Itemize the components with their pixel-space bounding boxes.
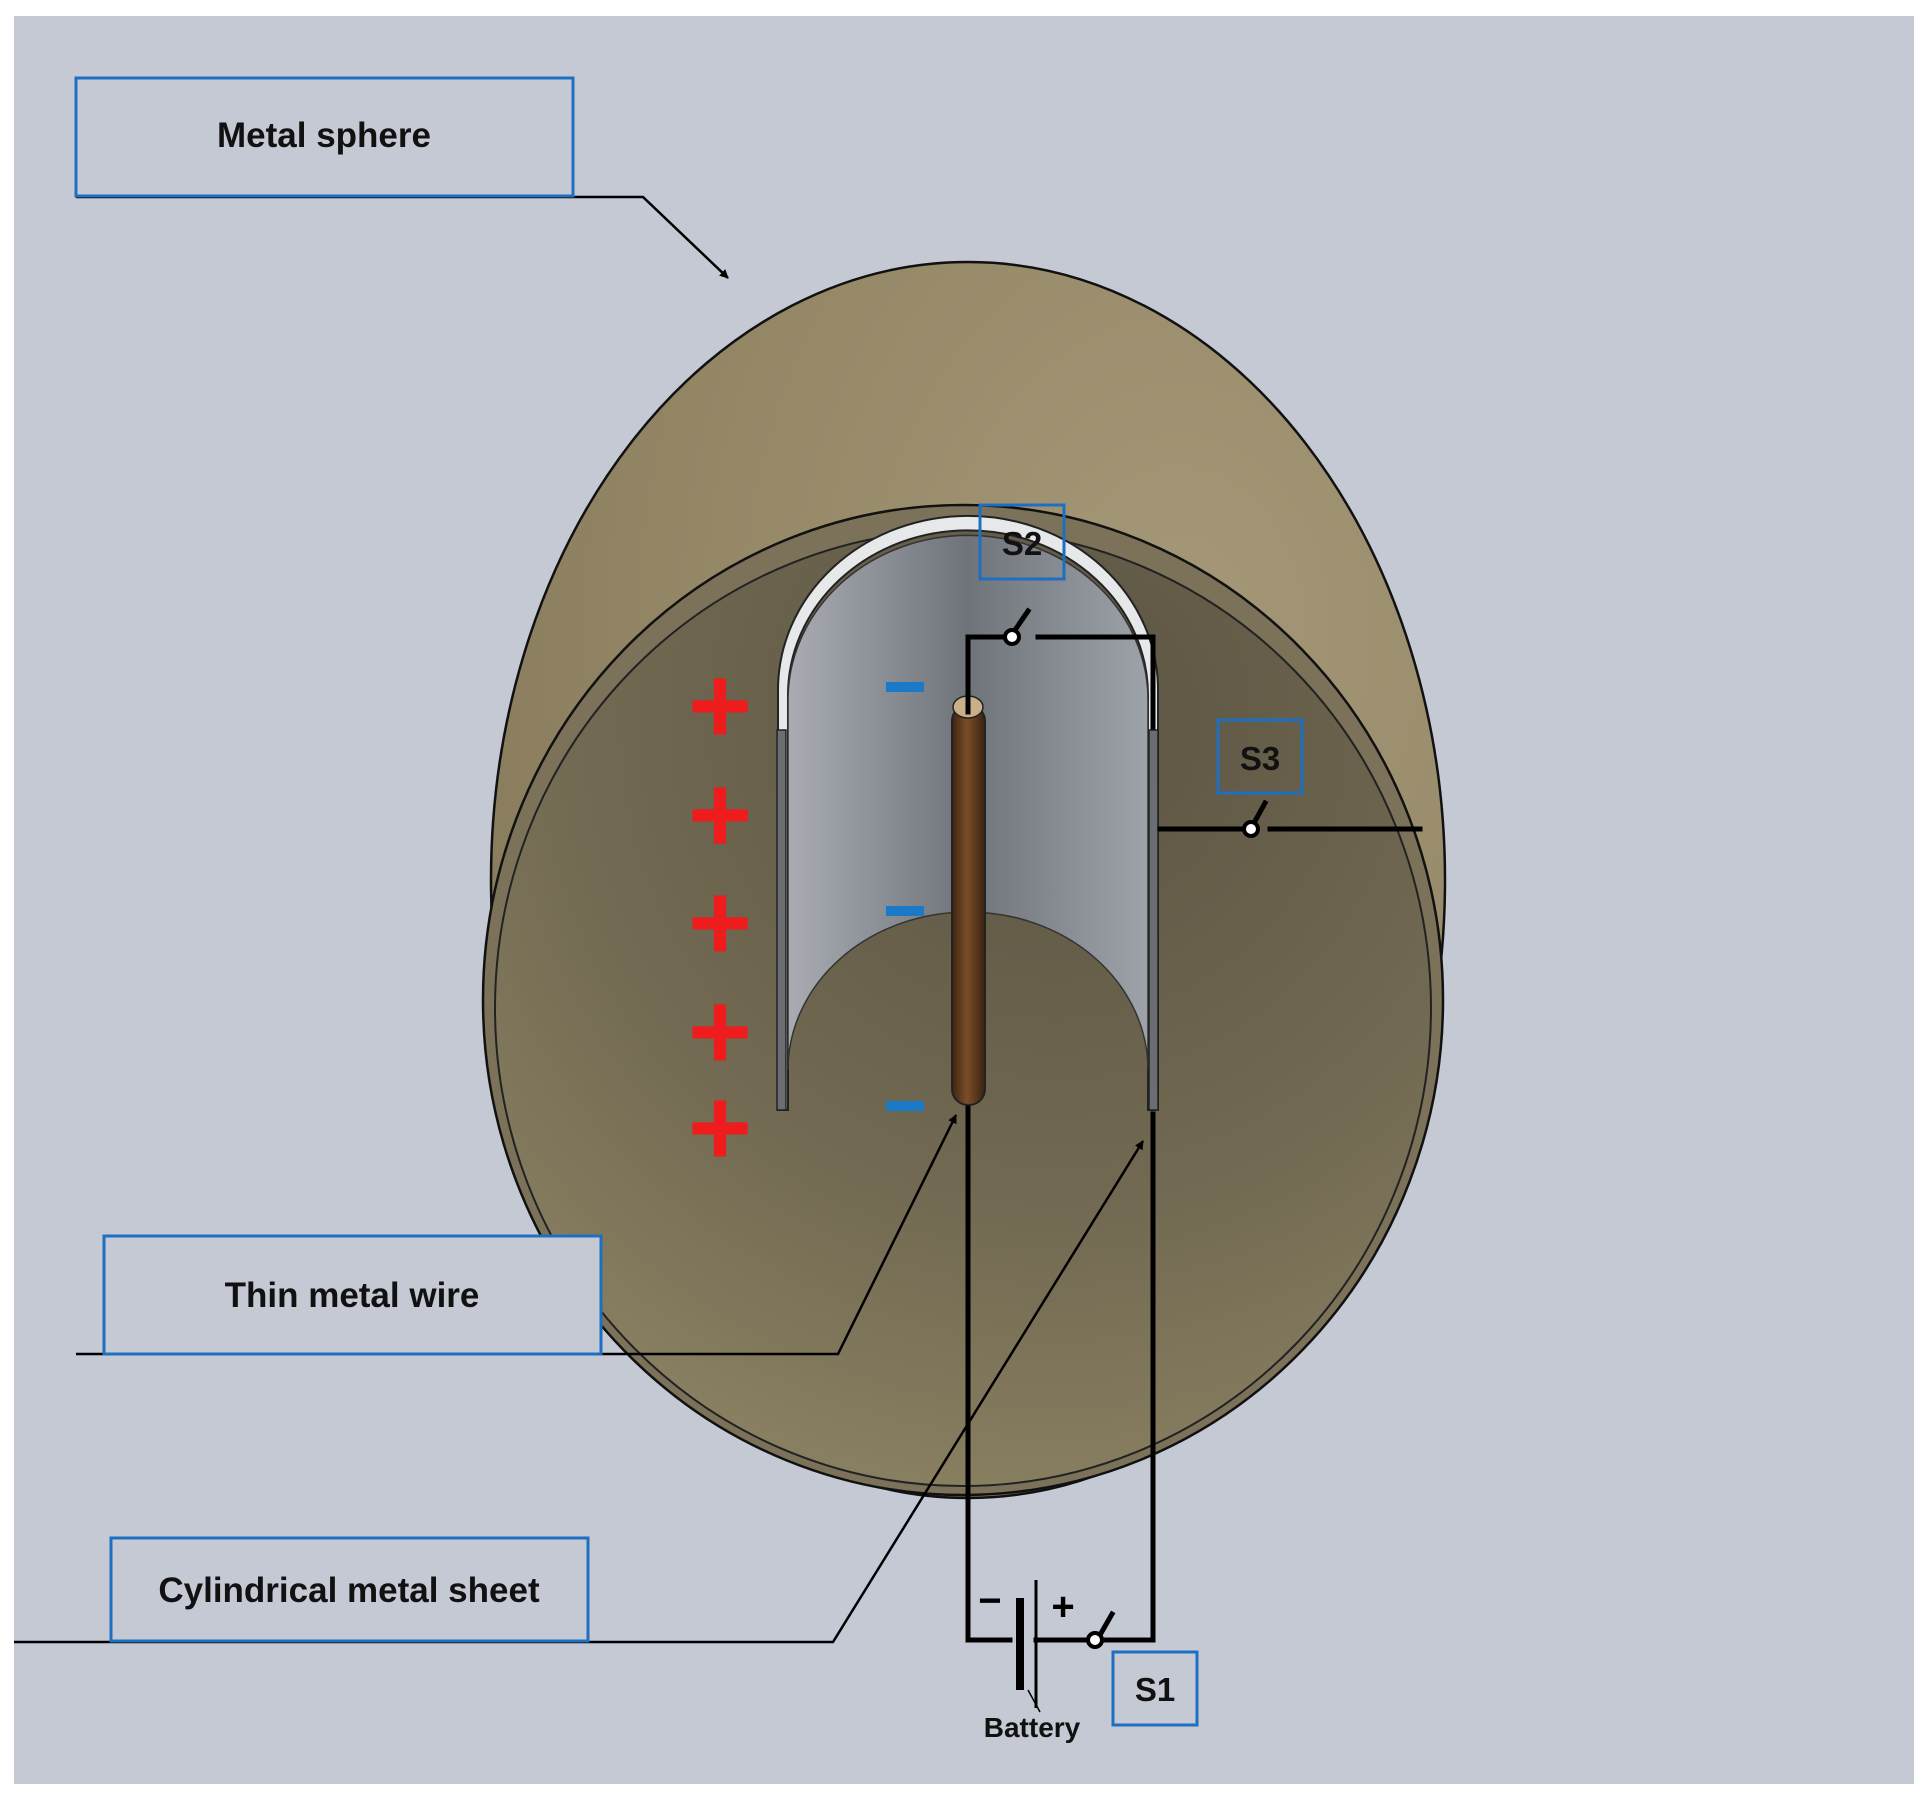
label-thin-metal-wire: Thin metal wire (102, 1234, 603, 1356)
s1-switch-contact (1086, 1631, 1104, 1649)
label-metal-sphere: Metal sphere (74, 76, 575, 198)
negative-charge (886, 1101, 924, 1111)
negative-charge (886, 682, 924, 692)
s3-label: S3 (1240, 740, 1280, 777)
s3-switch-arm (1250, 799, 1269, 827)
positive-charge: + (688, 861, 752, 984)
cylinder-left-edge (776, 729, 787, 1111)
label-s3: S3 (1216, 718, 1304, 795)
cylinder-to-s1 (1103, 1111, 1156, 1643)
positive-charge: + (688, 644, 752, 767)
positive-charge: + (688, 753, 752, 876)
metal-sphere-label: Metal sphere (217, 116, 431, 155)
cylinder-right-edge (1148, 729, 1159, 1111)
cylindrical-metal-sheet-label: Cylindrical metal sheet (158, 1571, 540, 1610)
wire-to-battery (965, 1105, 1013, 1643)
positive-charges: + + + + + (688, 644, 752, 1189)
s2-label: S2 (1002, 525, 1042, 562)
positive-charge: + (688, 970, 752, 1093)
battery-positive-sign: + (1051, 1585, 1074, 1629)
s1-switch-arm (1096, 1610, 1116, 1639)
s2-switch-contact (1003, 628, 1021, 646)
battery-label: Battery (984, 1712, 1081, 1743)
s2-wire-left (965, 634, 1008, 715)
label-s2: S2 (978, 503, 1066, 581)
thin-metal-wire-label: Thin metal wire (225, 1276, 480, 1315)
negative-charges (886, 682, 924, 1111)
label-cylindrical-metal-sheet: Cylindrical metal sheet (109, 1536, 590, 1643)
s1-label: S1 (1135, 1671, 1175, 1708)
circuit (965, 607, 1423, 1643)
negative-charge (886, 906, 924, 916)
battery-lead (1027, 1689, 1041, 1713)
s2-wire-right (1035, 634, 1156, 730)
battery-negative-sign: − (978, 1579, 1001, 1623)
label-s1: S1 (1111, 1650, 1199, 1727)
battery: − + (978, 1579, 1075, 1713)
thin-metal-wire (951, 704, 986, 1106)
s3-switch-contact (1242, 820, 1260, 838)
positive-charge: + (688, 1066, 752, 1189)
